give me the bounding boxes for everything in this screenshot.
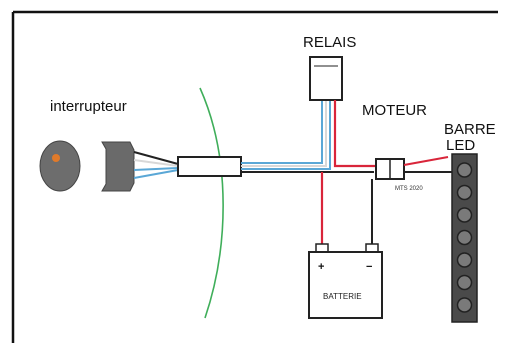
relay-box xyxy=(309,56,343,101)
led-cell xyxy=(456,274,473,291)
connector-ref-label: MTS 2020 xyxy=(395,186,423,192)
separator-curve xyxy=(199,87,224,319)
switch-led-icon xyxy=(52,154,60,162)
switch-label: interrupteur xyxy=(50,98,127,115)
led-bar-label-line2: LED xyxy=(446,137,475,154)
switch-housing xyxy=(101,141,135,192)
switch-knob xyxy=(39,140,81,192)
led-bar-component xyxy=(451,153,478,323)
relay-red-wire xyxy=(333,100,378,168)
battery-label: BATTERIE xyxy=(323,292,362,301)
switch-wires xyxy=(133,151,179,179)
battery-body xyxy=(308,251,383,319)
inline-connector xyxy=(177,156,242,177)
led-cells xyxy=(456,162,473,313)
motor-label: MOTEUR xyxy=(362,102,427,119)
led-red-wire xyxy=(403,156,449,166)
led-bar-label-line1: BARRE xyxy=(444,121,496,138)
battery-minus-terminal xyxy=(365,243,379,253)
battery-minus-sign: − xyxy=(366,261,372,273)
battery-plus-terminal xyxy=(315,243,329,253)
switch-component xyxy=(39,140,135,192)
led-cell xyxy=(456,207,473,223)
led-cell xyxy=(456,252,473,268)
battery-plus-sign: + xyxy=(318,261,324,273)
led-cell xyxy=(456,297,473,313)
relay-label: RELAIS xyxy=(303,34,356,51)
battery-component: + − BATTERIE xyxy=(308,243,383,319)
relay-harness xyxy=(241,99,374,173)
led-cell xyxy=(456,229,473,246)
led-cell xyxy=(456,162,473,178)
frame-border xyxy=(11,10,498,343)
led-cell xyxy=(456,184,473,201)
